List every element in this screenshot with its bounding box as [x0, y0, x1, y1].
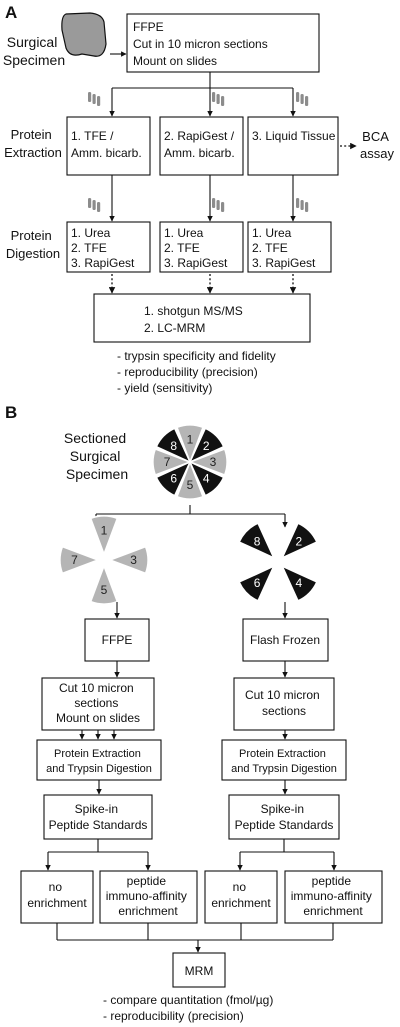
- frozen-peptide-enrichment-text: peptide immuno-affinity enrichment: [291, 874, 375, 918]
- ffpe-cut-text: Cut 10 micron sections Mount on slides: [56, 681, 140, 725]
- pie-wedge-label: 3: [210, 455, 217, 469]
- ffpe-extraction-text: Protein Extraction and Trypsin Digestion: [46, 748, 152, 775]
- pie-wedge-label: 8: [254, 534, 261, 548]
- sample-tubes-icon: [212, 92, 225, 106]
- pie-wedge-label: 7: [164, 455, 171, 469]
- pie-wedge-6: [238, 564, 276, 602]
- frozen-spike-text: Spike-in Peptide Standards: [235, 802, 334, 832]
- row-label-extraction: Protein Extraction: [4, 127, 62, 160]
- digestion-box-2: 1. Urea 2. TFE 3. RapiGest: [159, 221, 244, 273]
- ffpe-spike-text: Spike-in Peptide Standards: [49, 802, 148, 832]
- extraction-box-rapigest: [159, 116, 244, 176]
- panel-a-label: A: [5, 3, 17, 22]
- pie-wedge-3: [187, 448, 228, 476]
- ffpe-extraction-box: [36, 739, 162, 781]
- pie-wedge-7: [152, 448, 193, 476]
- pie-wedge-label: 4: [296, 576, 303, 590]
- svg-text:1. Urea 2. TFE: 1. Urea 2. TFE 3. RapiGest: [164, 226, 228, 270]
- pie-wedge-1: [176, 424, 204, 465]
- frozen-extraction-text: Protein Extraction and Trypsin Digestion: [231, 748, 337, 775]
- pie-wedge-7: [59, 545, 101, 575]
- frozen-extraction-box: [221, 739, 347, 781]
- digestion-box-1: 1. Urea 2. TFE 3. RapiGest: [66, 221, 151, 273]
- pie-wedge-6: [155, 460, 192, 497]
- extraction-liquid-tissue-text: 3. Liquid Tissue: [252, 129, 336, 143]
- sample-tubes-icon: [88, 92, 101, 106]
- ffpe-no-enrichment-box: [20, 870, 94, 924]
- ffpe-peptide-enrichment-text: peptide immuno-affinity enrichment: [106, 874, 190, 918]
- frozen-peptide-enrichment-box: [284, 870, 383, 924]
- extraction-box-tfe: [66, 116, 151, 176]
- pie-wedge-label: 6: [170, 471, 177, 485]
- ffpe-cut-box: [41, 677, 155, 731]
- row-label-digestion: Protein Digestion: [6, 228, 60, 261]
- pie-wedge-2: [188, 427, 225, 464]
- pie-wedge-2: [280, 522, 318, 560]
- extraction-rapigest-text: 2. RapiGest / Amm. bicarb.: [164, 129, 237, 160]
- pie-wedge-label: 3: [130, 553, 137, 567]
- ffpe-no-enrichment-text: no enrichment: [27, 880, 87, 910]
- ms-analysis-text: 1. shotgun MS/MS 2. LC-MRM: [144, 304, 246, 335]
- sample-tubes-icon: [296, 92, 309, 106]
- frozen-sections-pie: 2 4 6 8: [238, 522, 318, 602]
- pie-wedge-label: 1: [101, 524, 108, 538]
- ms-analysis-box: [93, 293, 311, 343]
- bca-assay-label: BCA assay: [360, 129, 394, 161]
- pie-wedge-label: 2: [203, 439, 210, 453]
- panel-b-label: B: [5, 403, 17, 422]
- panel-a-notes: - trypsin specificity and fidelity - rep…: [117, 349, 279, 395]
- tissue-specimen-shape: [61, 12, 107, 57]
- ffpe-box-text: FFPE Cut in 10 micron sections Mount on …: [133, 20, 271, 68]
- pie-wedge-4: [188, 460, 225, 497]
- frozen-no-enrichment-text: no enrichment: [211, 880, 271, 910]
- ffpe-label: FFPE: [102, 633, 133, 647]
- pie-wedge-label: 2: [296, 534, 303, 548]
- pie-wedge-label: 8: [170, 439, 177, 453]
- pie-wedge-8: [238, 522, 276, 560]
- pie-wedge-label: 4: [203, 471, 210, 485]
- sample-tubes-icon: [88, 198, 101, 212]
- specimen-label: Surgical Specimen: [3, 34, 65, 68]
- extraction-tfe-text: 1. TFE / Amm. bicarb.: [71, 129, 142, 160]
- pie-wedge-1: [89, 515, 119, 557]
- flash-frozen-label: Flash Frozen: [250, 633, 320, 647]
- svg-text:1. Urea 2. TFE: 1. Urea 2. TFE 3. RapiGest: [71, 226, 135, 270]
- panel-a: A Surgical Specimen FFPE Cut in 10 micro…: [3, 3, 395, 395]
- ffpe-box: [126, 13, 320, 73]
- sectioned-specimen-label: Sectioned Surgical Specimen: [64, 430, 130, 482]
- ffpe-peptide-enrichment-box: [99, 870, 198, 924]
- flash-frozen-box: [242, 618, 329, 662]
- pie-wedge-label: 5: [101, 583, 108, 597]
- frozen-cut-text: Cut 10 micron sections: [245, 688, 323, 718]
- pie-wedge-label: 6: [254, 576, 261, 590]
- panel-b-notes: - compare quantitation (fmol/µg) - repro…: [103, 993, 277, 1023]
- frozen-no-enrichment-box: [204, 870, 278, 924]
- pie-wedge-4: [280, 564, 318, 602]
- pie-wedge-8: [155, 427, 192, 464]
- ffpe-sections-pie: 1 3 5 7: [59, 515, 149, 605]
- pie-wedge-5: [89, 563, 119, 605]
- svg-text:1. Urea 2. TFE: 1. Urea 2. TFE 3. RapiGest: [252, 226, 316, 270]
- pie-wedge-5: [176, 459, 204, 500]
- frozen-cut-box: [233, 677, 335, 731]
- sample-tubes-icon: [296, 198, 309, 212]
- pie-wedge-label: 5: [187, 478, 194, 492]
- pie-wedge-label: 7: [71, 553, 78, 567]
- extraction-box-liquid-tissue: [247, 116, 339, 176]
- digestion-box-3: 1. Urea 2. TFE 3. RapiGest: [247, 221, 332, 273]
- pie-wedge-label: 1: [187, 432, 194, 446]
- ffpe-spike-box: [43, 794, 153, 840]
- mrm-label: MRM: [185, 964, 214, 978]
- mrm-box: [172, 952, 226, 988]
- pie-wedge-3: [107, 545, 149, 575]
- sample-tubes-icon: [212, 198, 225, 212]
